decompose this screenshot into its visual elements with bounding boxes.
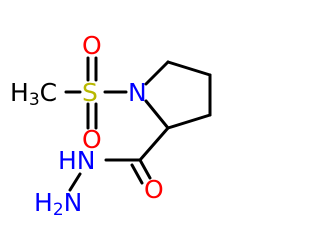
molecule-structure: H3C S O O N HN H2N O [10,31,212,220]
bond-ring-n-c5 [144,60,170,86]
atoms: H3C S O O N HN H2N O [10,31,164,220]
oxygen-top-label: O [82,31,102,60]
bond-carbonyl-oxygen-b [130,163,144,185]
bond-carbonyl-oxygen-a [138,158,152,180]
oxygen-bottom-label: O [82,125,102,154]
bond-ring-c2-n [144,99,170,130]
bond-c2-carbonyl [138,126,170,162]
molecule-canvas: H3C S O O N HN H2N O [10,31,212,220]
carbonyl-oxygen-label: O [144,175,164,204]
bonds [64,56,212,192]
hydrazide-nh2-label: H2N [34,188,82,220]
bond-ring-c5-c4 [166,60,212,77]
sulfur-label: S [82,78,98,107]
nitrogen-ring-label: N [128,78,147,107]
bond-nh-nh2 [68,172,82,192]
hydrazide-nh-label: HN [58,146,96,175]
methyl-label: H3C [10,78,57,110]
bond-ring-c3-c2 [166,113,212,130]
